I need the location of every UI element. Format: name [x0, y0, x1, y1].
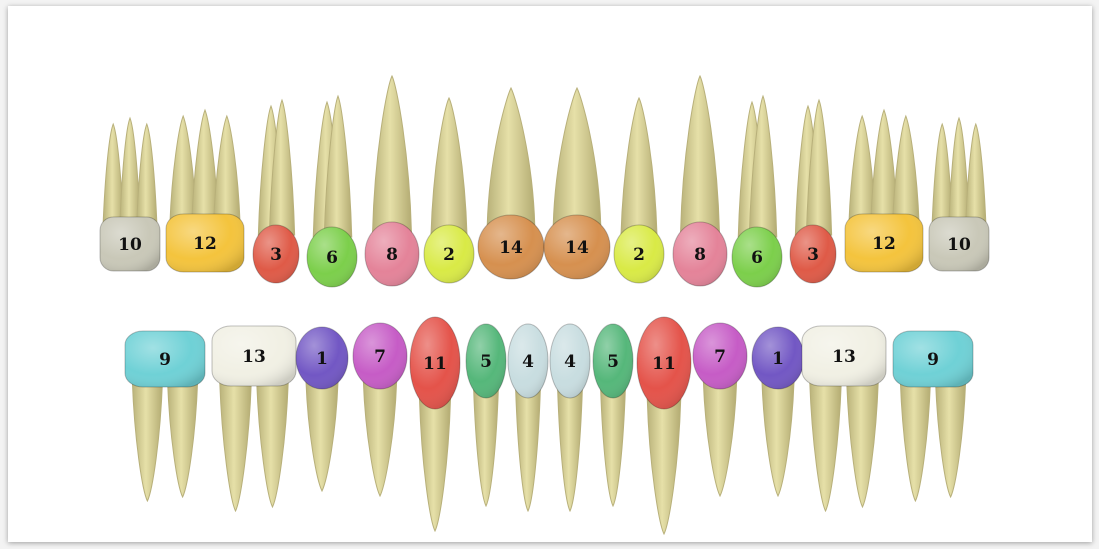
root — [167, 377, 197, 497]
tooth-number-label: 2 — [443, 245, 455, 265]
root — [810, 376, 842, 511]
tooth-number-label: 2 — [633, 245, 645, 265]
lower-tooth: 11 — [410, 317, 460, 531]
root — [553, 88, 601, 225]
tooth-number-label: 7 — [374, 347, 386, 367]
root — [257, 376, 289, 507]
lower-tooth: 7 — [693, 323, 747, 496]
tooth-number-label: 7 — [714, 347, 726, 367]
root — [558, 388, 583, 511]
upper-tooth: 10 — [100, 118, 160, 271]
tooth-number-label: 6 — [326, 248, 338, 268]
tooth-number-label: 9 — [159, 350, 171, 370]
tooth-number-label: 11 — [652, 354, 676, 374]
root — [474, 388, 499, 506]
lower-tooth: 7 — [353, 323, 407, 496]
lower-tooth: 5 — [593, 324, 633, 506]
root — [306, 379, 338, 491]
upper-tooth: 8 — [365, 76, 419, 286]
upper-tooth: 2 — [614, 98, 664, 283]
root — [935, 377, 965, 497]
root — [137, 124, 157, 227]
tooth-number-label: 3 — [807, 245, 819, 265]
root — [647, 399, 680, 534]
tooth-number-label: 14 — [499, 238, 523, 258]
lower-tooth: 13 — [802, 326, 886, 511]
tooth-number-label: 13 — [242, 347, 266, 367]
root — [420, 399, 451, 531]
lower-tooth: 4 — [508, 324, 548, 511]
lower-tooth: 1 — [296, 327, 348, 491]
root — [762, 379, 794, 496]
upper-tooth: 10 — [929, 118, 989, 271]
tooth-number-label: 1 — [772, 349, 784, 369]
upper-tooth: 8 — [673, 76, 727, 286]
root — [966, 124, 986, 227]
upper-arch: 10 12 3 6 8 2 14 14 2 8 6 3 12 10 — [100, 76, 989, 287]
upper-tooth: 6 — [307, 96, 357, 287]
upper-tooth: 2 — [424, 98, 474, 283]
lower-tooth: 9 — [893, 331, 973, 501]
upper-tooth: 3 — [253, 100, 299, 283]
lower-tooth: 5 — [466, 324, 506, 506]
root — [220, 376, 252, 511]
lower-tooth: 4 — [550, 324, 590, 511]
lower-tooth: 9 — [125, 331, 205, 501]
root — [900, 377, 930, 501]
upper-tooth: 12 — [845, 110, 923, 272]
upper-tooth: 14 — [544, 88, 610, 279]
root — [703, 379, 736, 496]
tooth-number-label: 12 — [193, 234, 217, 254]
root — [132, 377, 162, 501]
root — [363, 379, 396, 496]
lower-tooth: 13 — [212, 326, 296, 511]
upper-tooth: 3 — [790, 100, 836, 283]
tooth-number-label: 9 — [927, 350, 939, 370]
root — [373, 76, 412, 232]
root — [681, 76, 720, 232]
tooth-number-label: 4 — [564, 352, 576, 372]
tooth-number-label: 5 — [607, 352, 619, 372]
root — [621, 98, 657, 235]
tooth-number-label: 1 — [316, 349, 328, 369]
root — [847, 376, 879, 507]
root — [601, 388, 626, 506]
tooth-number-label: 6 — [751, 248, 763, 268]
tooth-number-label: 10 — [947, 235, 971, 255]
root — [487, 88, 535, 225]
root — [516, 388, 541, 511]
tooth-number-label: 8 — [694, 245, 706, 265]
upper-tooth: 12 — [166, 110, 244, 272]
tooth-number-label: 10 — [118, 235, 142, 255]
root — [431, 98, 467, 235]
lower-tooth: 1 — [752, 327, 804, 496]
tooth-number-label: 13 — [832, 347, 856, 367]
tooth-number-label: 11 — [423, 354, 447, 374]
upper-tooth: 14 — [478, 88, 544, 279]
upper-tooth: 6 — [732, 96, 782, 287]
root — [214, 116, 241, 224]
lower-tooth: 11 — [637, 317, 691, 534]
tooth-number-label: 12 — [872, 234, 896, 254]
tooth-number-label: 3 — [270, 245, 282, 265]
tooth-number-label: 5 — [480, 352, 492, 372]
root — [893, 116, 920, 224]
tooth-number-label: 14 — [565, 238, 589, 258]
tooth-number-label: 8 — [386, 245, 398, 265]
tooth-number-label: 4 — [522, 352, 534, 372]
